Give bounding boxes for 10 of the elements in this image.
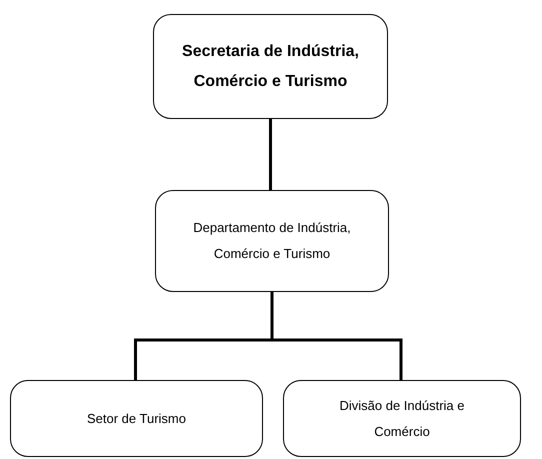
box-label: Secretaria de Indústria, Comércio e Turismo	[181, 42, 360, 92]
org-box	[283, 380, 521, 457]
org-box	[10, 380, 263, 457]
connector-line	[269, 119, 272, 190]
box-label: Divisão de Indústria e Comércio	[338, 396, 466, 440]
connector-line	[270, 292, 402, 380]
box-label: Departamento de Indústria, Comércio e Turismo	[192, 219, 352, 263]
org-box	[153, 14, 388, 119]
box-label: Setor de Turismo	[87, 410, 186, 428]
org-box	[155, 190, 389, 292]
